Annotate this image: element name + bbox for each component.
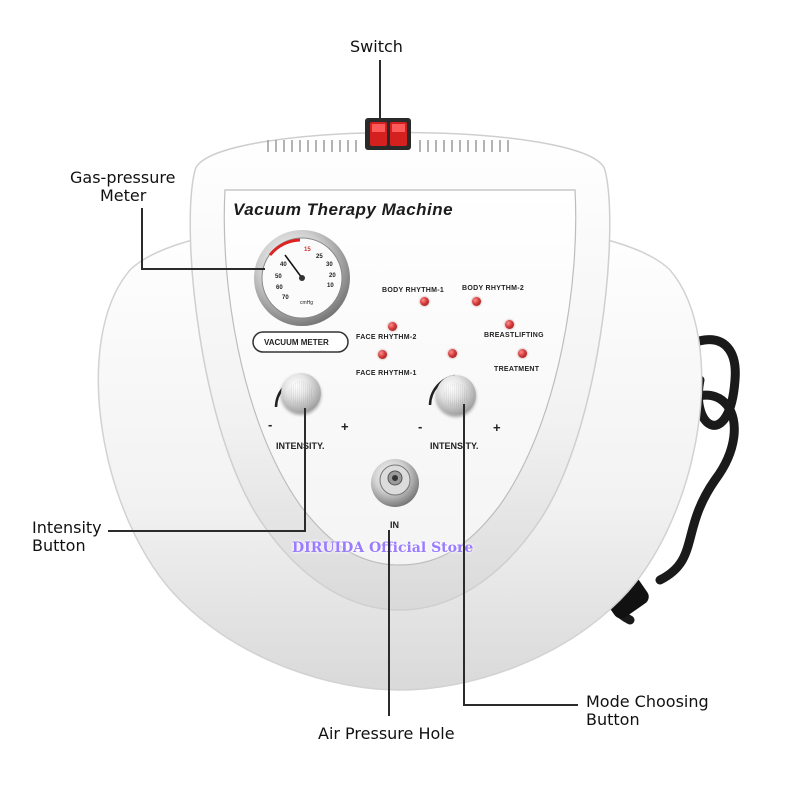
air-hole-callout-label: Air Pressure Hole — [318, 724, 455, 743]
intensity-knob[interactable] — [281, 373, 321, 413]
power-switch — [365, 118, 411, 150]
gauge-number: 15 — [304, 247, 311, 253]
right-plus-label: + — [493, 420, 501, 435]
mode-callout-v — [463, 404, 465, 706]
mode-led-face-rhythm-1 — [378, 350, 387, 359]
device-title: Vacuum Therapy Machine — [233, 200, 454, 219]
intensity-callout-label-line2: Button — [32, 536, 86, 555]
switch-callout-line — [379, 60, 381, 120]
mode-label-body-rhythm-2: BODY RHYTHM-2 — [462, 285, 525, 292]
gas-meter-callout-h1 — [141, 208, 143, 270]
vacuum-gauge — [254, 230, 350, 326]
gauge-number: 40 — [280, 262, 287, 268]
mode-led-face-rhythm-2 — [388, 322, 397, 331]
gauge-number: 50 — [275, 274, 282, 280]
gauge-number: 70 — [282, 295, 289, 301]
gauge-number: 10 — [327, 283, 334, 289]
mode-led-treatment — [448, 349, 457, 358]
mode-led-body-rhythm-2 — [472, 297, 481, 306]
mode-led-body-rhythm-1 — [420, 297, 429, 306]
right-minus-label: - — [418, 419, 423, 434]
left-intensity-label: INTENSITY. — [276, 441, 325, 451]
intensity-callout-label-line1: Intensity — [32, 518, 102, 537]
intensity-callout-h — [108, 530, 306, 532]
mode-led-breastlifting — [505, 320, 514, 329]
mode-callout-label-line2: Button — [586, 710, 640, 729]
intensity-callout-v — [304, 408, 306, 532]
vacuum-meter-label: VACUUM METER — [264, 338, 329, 347]
vacuum-meter-plate — [252, 331, 349, 353]
air-inlet-label: IN — [390, 520, 399, 530]
mode-choosing-knob[interactable] — [436, 375, 476, 415]
mode-led-extra — [518, 349, 527, 358]
mode-callout-label-line1: Mode Choosing — [586, 692, 709, 711]
mode-label-treatment: TREATMENT — [494, 366, 540, 373]
gas-meter-callout-label-line1: Gas-pressure — [70, 168, 176, 187]
mode-label-face-rhythm-1: FACE RHYTHM-1 — [356, 370, 417, 377]
mode-label-body-rhythm-1: BODY RHYTHM-1 — [382, 287, 445, 294]
vent-slots — [267, 140, 509, 152]
left-plus-label: + — [341, 419, 349, 434]
gauge-number: 60 — [276, 285, 283, 291]
gauge-number: 20 — [329, 273, 336, 279]
right-intensity-label: INTENSITY. — [430, 441, 479, 451]
air-hole-callout-line — [388, 530, 390, 716]
mode-label-face-rhythm-2: FACE RHYTHM-2 — [356, 334, 417, 341]
gauge-unit: cmHg — [300, 300, 314, 306]
mode-callout-h — [463, 704, 578, 706]
store-watermark: DIRUIDA Official Store — [292, 540, 474, 556]
gas-meter-callout-label-line2: Meter — [100, 186, 147, 205]
air-inlet-nozzle — [371, 459, 419, 507]
left-minus-label: - — [268, 417, 273, 432]
gauge-number: 30 — [326, 262, 333, 268]
gas-meter-callout-h2 — [141, 268, 265, 270]
switch-callout-label: Switch — [350, 37, 403, 56]
mode-label-breastlifting: BREASTLIFTING — [484, 332, 544, 339]
gauge-number: 25 — [316, 254, 323, 260]
